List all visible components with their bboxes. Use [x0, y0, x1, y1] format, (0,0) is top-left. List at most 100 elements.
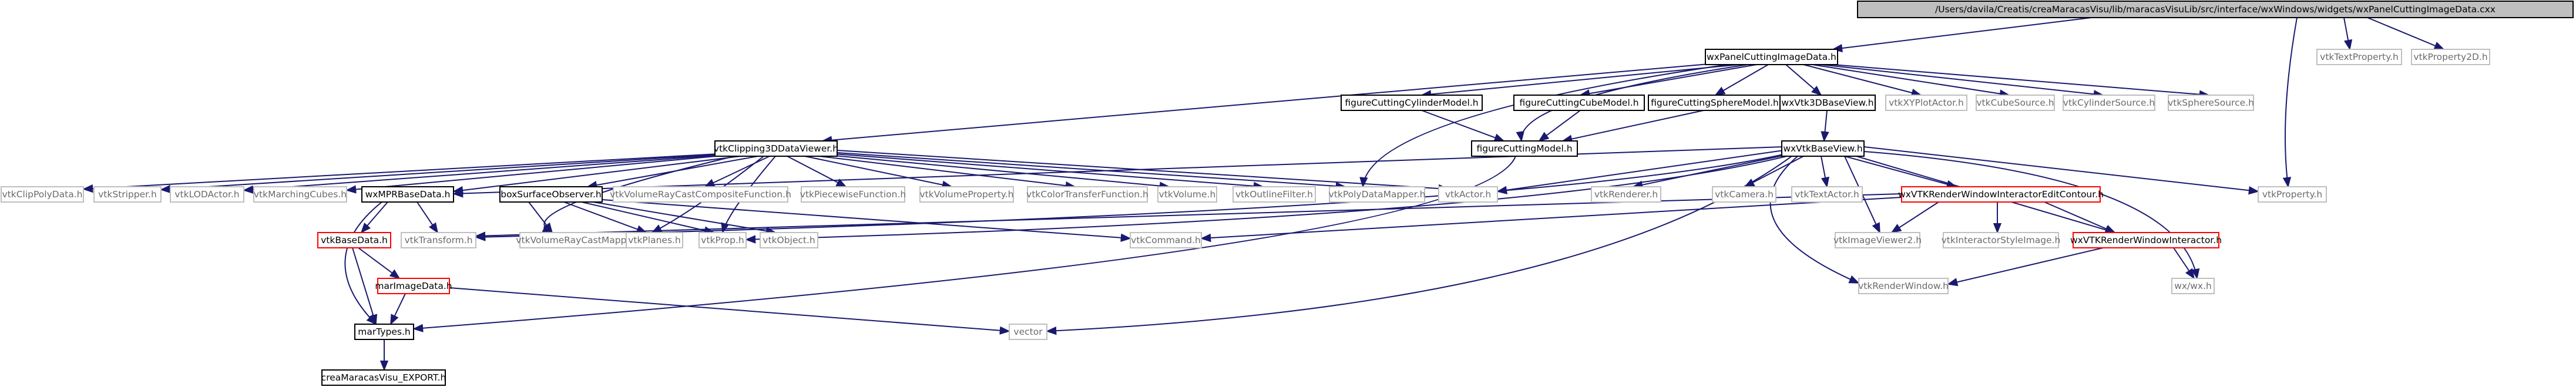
node-label: figureCuttingCylinderModel.h [1345, 97, 1478, 108]
edge-vtkClipping3DDataViewer-to-vtkProp [721, 156, 776, 234]
node-vtk-xyplot-actor[interactable]: vtkXYPlotActor.h [1885, 95, 1967, 111]
node-vtk-planes[interactable]: vtkPlanes.h [626, 232, 683, 248]
node-wx-mprbase-data[interactable]: wxMPRBaseData.h [361, 186, 454, 203]
edge-wxVtk3DBaseView-to-wxVtkBaseView [1821, 110, 1829, 142]
node-vtk-property[interactable]: vtkProperty.h [2258, 186, 2327, 203]
edge-wxVTKRenderWindowInteractorEditContour-to-vtkCommand [1200, 197, 1902, 243]
node-mar-image-data[interactable]: marImageData.h [375, 278, 452, 294]
edge-wxPanelCuttingImageData-to-vtkSphereSource [1832, 64, 2210, 99]
node-vtk-render-window[interactable]: vtkRenderWindow.h [1858, 278, 1949, 294]
node-vtk-property2-d[interactable]: vtkProperty2D.h [2411, 49, 2490, 65]
node-vtk-base-data[interactable]: vtkBaseData.h [317, 232, 391, 248]
edge [1359, 64, 1728, 188]
node-label: creaMaracasVisu_EXPORT.h [321, 372, 446, 383]
edge [1844, 156, 1957, 189]
node-wx-vtk-base-view[interactable]: wxVtkBaseView.h [1781, 140, 1865, 157]
edge-wxPanelCuttingImageData-to-figureCuttingCylinderModel [1420, 64, 1739, 99]
edge-root-to-wxPanelCuttingImageData [1832, 17, 2092, 53]
node-vtk-stripper[interactable]: vtkStripper.h [93, 186, 162, 203]
node-crea-maracas-visu_export[interactable]: creaMaracasVisu_EXPORT.h [321, 369, 446, 386]
node-figure-cutting-cylinder-model[interactable]: figureCuttingCylinderModel.h [1341, 95, 1483, 111]
node-box [1781, 140, 1865, 157]
edge-boxSurfaceObserver-to-vtkPlanes [563, 201, 647, 234]
edge [2173, 247, 2195, 280]
node-vtk-interactor-style-image[interactable]: vtkInteractorStyleImage.h [1942, 232, 2061, 248]
node-box [519, 232, 640, 248]
node-label: marImageData.h [375, 281, 452, 291]
edge [358, 247, 401, 280]
node-vtk-poly-data-mapper[interactable]: vtkPolyDataMapper.h [1329, 186, 1426, 203]
edge-vtkClipping3DDataViewer-to-vtkPolyDataMapper [837, 152, 1346, 191]
node-root[interactable]: /Users/davila/Creatis/creaMaracasVisu/li… [1857, 1, 2574, 18]
node-box [93, 186, 162, 203]
edge [1744, 156, 1804, 187]
node-label: vtkObject.h [763, 235, 815, 245]
node-wx-vtk3-dbase-view[interactable]: wxVtk3DBaseView.h [1779, 95, 1876, 111]
node-vtk-clip-poly-data[interactable]: vtkClipPolyData.h [1, 186, 84, 203]
node-vtk-outline-filter[interactable]: vtkOutlineFilter.h [1232, 186, 1316, 203]
node-vtk-cube-source[interactable]: vtkCubeSource.h [1976, 95, 2055, 111]
node-vtk-transform[interactable]: vtkTransform.h [401, 232, 476, 248]
node-vtk-clipping3-ddata-viewer[interactable]: vtkClipping3DDataViewer.h [714, 140, 838, 157]
node-wx-panel-cutting-image-data[interactable]: wxPanelCuttingImageData.h [1705, 49, 1838, 65]
node-box [2258, 186, 2327, 203]
node-vtk-renderer[interactable]: vtkRenderer.h [1591, 186, 1661, 203]
edge [819, 156, 1076, 190]
node-vtk-piecewise-function[interactable]: vtkPiecewiseFunction.h [800, 186, 906, 203]
node-vtk-command[interactable]: vtkCommand.h [1130, 232, 1202, 248]
edge-wxVTKRenderWindowInteractorEditContour-to-vtkTransform [475, 193, 1902, 240]
edge-figureCuttingCubeModel-to-figureCuttingModel [1538, 110, 1581, 142]
node-box [1943, 232, 2059, 248]
node-box [2171, 278, 2215, 294]
node-vtk-volume-property[interactable]: vtkVolumeProperty.h [919, 186, 1014, 203]
edge-vtkClipping3DDataViewer-to-vtkClipPolyData [82, 153, 718, 193]
node-vtk-prop[interactable]: vtkProp.h [698, 232, 747, 248]
edge-wxVTKRenderWindowInteractor-to-wxwx [2173, 247, 2195, 280]
node-vtk-volume[interactable]: vtkVolume.h [1157, 186, 1217, 203]
node-label: vtkOutlineFilter.h [1235, 189, 1313, 200]
node-vtk-image-viewer2[interactable]: vtkImageViewer2.h [1833, 232, 1922, 248]
node-label: vtkCubeSource.h [1976, 97, 2054, 108]
edge [1538, 110, 1581, 142]
node-vtk-sphere-source[interactable]: vtkSphereSource.h [2168, 95, 2254, 111]
node-mar-types[interactable]: marTypes.h [354, 324, 414, 340]
edge [2282, 17, 2298, 188]
edge [243, 154, 723, 194]
node-vtk-color-transfer-function[interactable]: vtkColorTransferFunction.h [1026, 186, 1148, 203]
node-label: vtkVolume.h [1159, 189, 1216, 200]
node-vtk-text-actor[interactable]: vtkTextActor.h [1791, 186, 1863, 203]
node-vtk-text-property[interactable]: vtkTextProperty.h [2316, 49, 2402, 65]
node-vtk-camera[interactable]: vtkCamera.h [1712, 186, 1776, 203]
node-vtk-cylinder-source[interactable]: vtkCylinderSource.h [2063, 95, 2155, 111]
node-box [1835, 232, 1920, 248]
node-wx-vtkrender-window-interactor-edit-contour[interactable]: wxVTKRenderWindowInteractorEditContour.h [1898, 186, 2104, 203]
edge-vtkClipping3DDataViewer-to-vtkMarchingCubes [345, 154, 729, 194]
edge [834, 153, 1264, 190]
edge-vtkClipping3DDataViewer-to-vtkVolumeProperty [804, 156, 953, 189]
edge [475, 153, 1786, 241]
node-vector[interactable]: vector [1009, 324, 1047, 340]
node-figure-cutting-model[interactable]: figureCuttingModel.h [1471, 140, 1578, 157]
node-wx-vtkrender-window-interactor[interactable]: wxVTKRenderWindowInteractor.h [2070, 232, 2222, 248]
edge-marImageData-to-vector [449, 287, 1010, 335]
node-vtk-lodactor[interactable]: vtkLODActor.h [170, 186, 244, 203]
edge-wxVtkBaseView-to-wxVTKRenderWindowInteractorEditContour [1844, 156, 1957, 189]
node-box-surface-observer[interactable]: boxSurfaceObserver.h [499, 186, 603, 203]
node-figure-cutting-cube-model[interactable]: figureCuttingCubeModel.h [1513, 95, 1645, 111]
node-vtk-object[interactable]: vtkObject.h [760, 232, 818, 248]
node-vtk-volume-ray-cast-composite-function[interactable]: vtkVolumeRayCastCompositeFunction.h [610, 186, 791, 203]
edge-wxVtkBaseView-to-vtkActor [1496, 150, 1784, 194]
edge-vtkClipping3DDataViewer-to-wxMPRBaseData [452, 156, 741, 195]
node-wxwx[interactable]: wx/wx.h [2171, 278, 2215, 294]
node-label: vtkLODActor.h [174, 189, 239, 200]
node-vtk-actor[interactable]: vtkActor.h [1438, 186, 1498, 203]
node-label: vtkPlanes.h [628, 235, 681, 245]
edge-wxVtkBaseView-to-vtkProperty [1863, 146, 2259, 195]
edge [160, 154, 721, 194]
node-box [1471, 140, 1578, 157]
node-figure-cutting-sphere-model[interactable]: figureCuttingSphereModel.h [1648, 95, 1782, 111]
edge-wxMPRBaseData-to-marTypes [344, 201, 382, 325]
edge [1420, 64, 1739, 99]
node-vtk-volume-ray-cast-mapper[interactable]: vtkVolumeRayCastMapper.h [516, 232, 644, 248]
node-vtk-marching-cubes[interactable]: vtkMarchingCubes.h [253, 186, 347, 203]
